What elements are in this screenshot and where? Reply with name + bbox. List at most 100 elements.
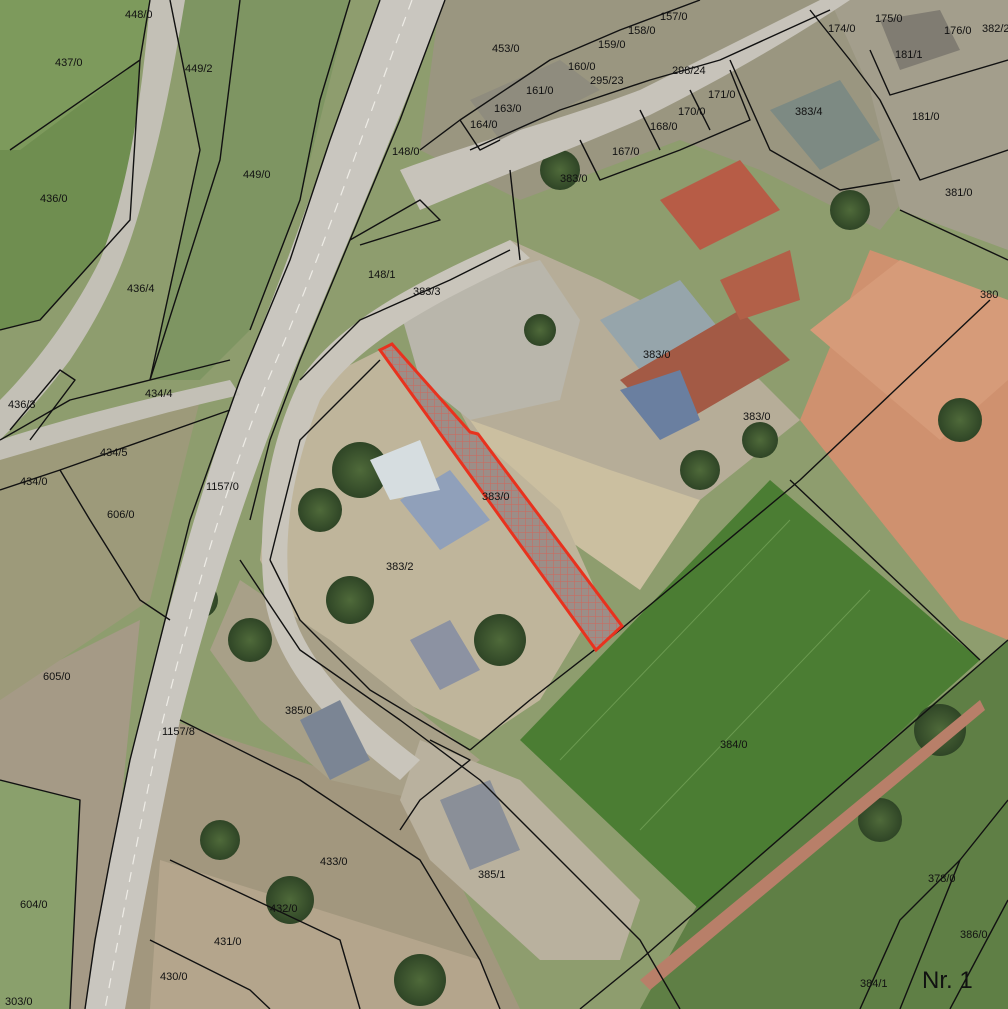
parcel-label: 434/5 [100, 447, 128, 459]
tree [474, 614, 526, 666]
parcel-label: 168/0 [650, 121, 678, 133]
parcel-label: 175/0 [875, 13, 903, 25]
parcel-label: 163/0 [494, 103, 522, 115]
parcel-label: 158/0 [628, 25, 656, 37]
parcel-label: 159/0 [598, 39, 626, 51]
tree [266, 876, 314, 924]
tree [332, 442, 388, 498]
parcel-label: 605/0 [43, 671, 71, 683]
tree [742, 422, 778, 458]
parking-area [400, 260, 580, 420]
main-road-centerline [104, 0, 413, 1009]
school-building-1 [660, 160, 780, 250]
parcel-label: 385/0 [285, 705, 313, 717]
tree [540, 150, 580, 190]
parcel-label: 378/0 [928, 873, 956, 885]
access-road [261, 240, 530, 780]
tree [298, 488, 342, 532]
field-center-w [150, 0, 350, 380]
parcel-labels: 448/0 437/0 449/2 453/0 157/0 158/0159/0160/0… [5, 9, 1008, 1008]
parcel-label: 436/0 [40, 193, 68, 205]
parcel-label: 436/4 [127, 283, 155, 295]
tree [914, 704, 966, 756]
parcel-label: 148/1 [368, 269, 396, 281]
house-385 [300, 700, 370, 780]
field-w-lower [0, 780, 80, 1009]
parcel-label: 160/0 [568, 61, 596, 73]
parcel-label: 385/1 [478, 869, 506, 881]
highlighted-parcel [377, 342, 625, 653]
tree [858, 798, 902, 842]
parcel-label: 453/0 [492, 43, 520, 55]
parcel-label: 380 [980, 289, 998, 301]
tree [680, 450, 720, 490]
parcel-label: 148/0 [392, 146, 420, 158]
main-road [85, 0, 445, 1009]
field-w2 [0, 400, 200, 700]
parcel-label: 174/0 [828, 23, 856, 35]
parcel-label: 161/0 [526, 85, 554, 97]
parcel-label: 384/1 [860, 978, 888, 990]
parcel-label: 181/0 [912, 111, 940, 123]
parcel-label: 164/0 [470, 119, 498, 131]
parcel-label: 157/0 [660, 11, 688, 23]
tree [524, 314, 556, 346]
parcel-label: 381/0 [945, 187, 973, 199]
football-pitch [520, 480, 980, 910]
tree [394, 954, 446, 1006]
parcel-label: 295/23 [590, 75, 624, 87]
tree [938, 398, 982, 442]
parcel-label: 383/0 [482, 491, 510, 503]
parcel-label: 436/3 [8, 399, 36, 411]
parcel-label: 176/0 [944, 25, 972, 37]
greenhouse [370, 440, 440, 500]
parcel-label: 448/0 [125, 9, 153, 21]
parcel-label: 181/1 [895, 49, 923, 61]
parcel-label: 432/0 [270, 903, 298, 915]
parcel-label: 383/3 [413, 286, 441, 298]
parcel-label: 298/24 [672, 65, 706, 77]
parcel-label: 383/4 [795, 106, 823, 118]
parcel-label: 167/0 [612, 146, 640, 158]
parcel-label: 383/0 [643, 349, 671, 361]
field-w [0, 60, 140, 330]
building-383-4 [770, 80, 880, 170]
house-ne [880, 10, 960, 70]
parcel-label: 606/0 [107, 509, 135, 521]
parcel-label: 386/0 [960, 929, 988, 941]
parcel-label: 434/0 [20, 476, 48, 488]
parcel-label: 384/0 [720, 739, 748, 751]
parcel-label: 383/2 [386, 561, 414, 573]
parcel-label: 303/0 [5, 996, 33, 1008]
pitch-line-2 [639, 589, 871, 831]
parcel-label: 433/0 [320, 856, 348, 868]
parcel-label: 1157/0 [206, 481, 239, 493]
school-building-4 [620, 370, 700, 440]
track-strip [640, 700, 985, 990]
tree [326, 576, 374, 624]
parcel-label: 449/0 [243, 169, 271, 181]
west-road [0, 0, 185, 440]
parcel-label: 437/0 [55, 57, 83, 69]
house-385-1 [440, 780, 520, 870]
tree [200, 820, 240, 860]
field-nw [0, 0, 150, 150]
sand-area [470, 420, 700, 590]
pitch-line-1 [559, 519, 791, 761]
tennis-courts-b [810, 260, 1008, 440]
parcel-label: 1157/8 [162, 726, 195, 738]
house-north-row [470, 60, 600, 140]
parcel-label: 383/0 [743, 411, 771, 423]
school-building-2 [600, 280, 720, 370]
parcel-label: 171/0 [708, 89, 736, 101]
house-south [410, 620, 480, 690]
sheet-number: Nr. 1 [922, 967, 973, 994]
parcel-label: 604/0 [20, 899, 48, 911]
parcel-label: 382/2 [982, 23, 1008, 35]
parcel-label: 449/2 [185, 63, 213, 75]
parcel-label: 431/0 [214, 936, 242, 948]
tree [228, 618, 272, 662]
